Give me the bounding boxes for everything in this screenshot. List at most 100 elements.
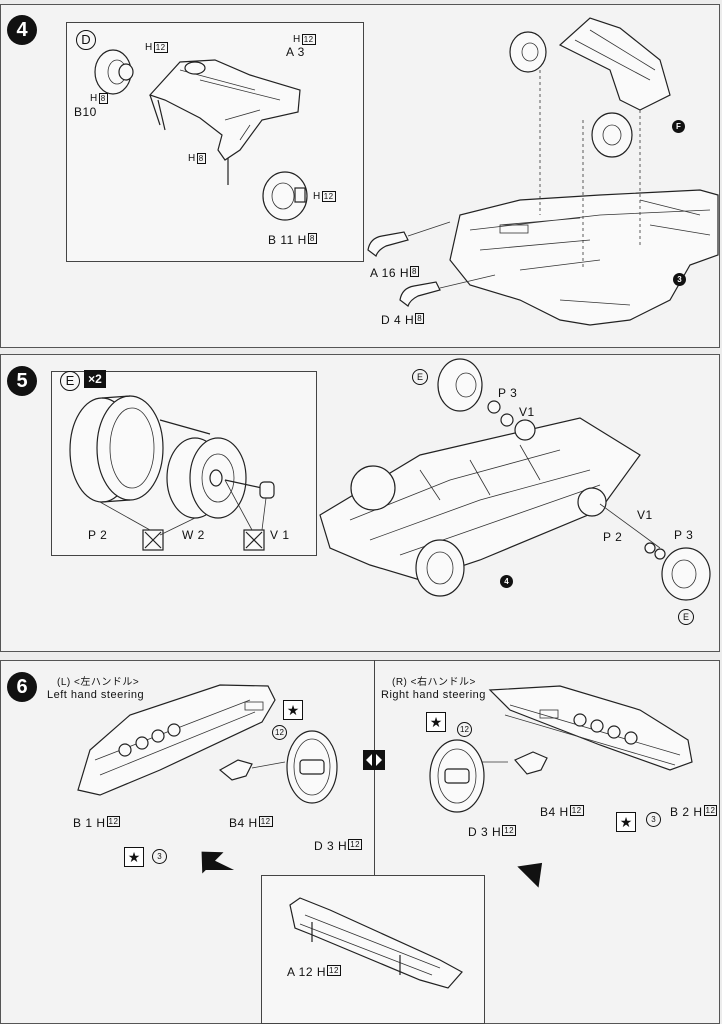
star-icon-top-right: ★ <box>426 712 446 732</box>
step-6-number: 6 <box>7 672 37 702</box>
label-d3-left-text: D 3 <box>314 839 335 853</box>
right-steering-subtitle: Right hand steering <box>381 689 486 701</box>
steering-column-b4-right <box>470 751 548 775</box>
ref-marker-4: 4 <box>500 575 513 588</box>
label-b10-text: B10 <box>74 105 97 119</box>
label-e-top: E <box>412 369 428 385</box>
chassis-rear-part <box>449 17 719 326</box>
h-tag-d3-left-num: 12 <box>348 839 363 850</box>
left-steering-subtitle: Left hand steering <box>47 689 145 701</box>
star-icon-bottom-right: ★ <box>616 812 636 832</box>
h-tag-a12-num: 12 <box>327 965 341 976</box>
ref-marker-3: 3 <box>673 273 686 286</box>
trim-a12-part <box>289 897 463 989</box>
label-a12-text: A 12 <box>287 965 314 979</box>
left-steering-title: (L) <左ハンドル> <box>57 677 140 688</box>
label-p2: P 2 <box>88 528 108 542</box>
star-icon-bottom-left: ★ <box>124 847 144 867</box>
label-v1-top: V1 <box>519 405 535 419</box>
label-b10: B10 <box>74 105 97 119</box>
label-p2-right: P 2 <box>603 530 623 544</box>
ref-12-left: 12 <box>272 725 287 740</box>
ref-3-right: 3 <box>646 812 661 827</box>
h-tag-d4-num: 8 <box>415 313 425 324</box>
label-b4-left-text: B4 <box>229 816 245 830</box>
dashboard-b1-part <box>77 684 276 796</box>
label-e-bottom: E <box>678 609 694 625</box>
label-d4-text: D 4 <box>381 313 402 327</box>
dashboard-b2-part <box>488 685 693 771</box>
hose-d4 <box>399 274 496 307</box>
h-tag-subframe-num: 8 <box>196 153 206 164</box>
h-tag-b1-num: 12 <box>106 816 121 827</box>
ref-marker-f: F <box>672 120 685 133</box>
assembly-arrow-2 <box>224 479 263 489</box>
label-b2-text: B 2 <box>670 805 690 819</box>
right-steering-title: (R) <右ハンドル> <box>392 677 476 688</box>
wheel-assembly-top <box>437 358 514 427</box>
label-w2: W 2 <box>182 528 205 542</box>
cap-v1 <box>259 481 275 499</box>
label-d3-right-text: D 3 <box>468 825 489 839</box>
label-b4-right-text: B4 <box>540 805 556 819</box>
h-tag-b2-num: 12 <box>703 805 718 816</box>
h-tag-a3-num: 12 <box>301 34 316 45</box>
steering-column-b4-left <box>218 759 286 781</box>
label-b1-text: B 1 <box>73 816 93 830</box>
wheel-assembly-bottom <box>644 542 711 601</box>
h-tag-b10-num: 8 <box>98 93 108 104</box>
no-glue-marker-2 <box>243 529 265 551</box>
down-arrow-right-icon <box>517 862 543 888</box>
down-arrow-left-icon <box>201 851 235 874</box>
h-tag-b4-right-num: 12 <box>569 805 584 816</box>
swap-icon <box>363 750 385 770</box>
h-tag-b4-left-num: 12 <box>258 816 273 827</box>
h-tag-b11-num: 8 <box>307 233 317 244</box>
subassembly-e-marker: E <box>60 371 80 391</box>
chassis-floor-part <box>319 417 661 597</box>
subassembly-d-marker: D <box>76 30 96 50</box>
h-tag-d3-right-num: 12 <box>502 825 517 836</box>
no-glue-marker-1 <box>142 529 164 551</box>
hose-a16 <box>367 221 451 257</box>
label-v1: V 1 <box>270 528 290 542</box>
brake-drum-b10 <box>94 49 134 95</box>
h-tag-b11-side-num: 12 <box>321 191 336 202</box>
label-a3-text: A 3 <box>286 45 305 59</box>
ref-12-right: 12 <box>457 722 472 737</box>
quantity-badge: ×2 <box>84 370 106 388</box>
ref-3-left: 3 <box>152 849 167 864</box>
label-b11-text: B 11 <box>268 233 294 247</box>
star-icon-top-left: ★ <box>283 700 303 720</box>
h-tag-a16-num: 8 <box>410 266 419 277</box>
label-v1-right: V1 <box>637 508 653 522</box>
tire-p2 <box>69 395 164 503</box>
label-p3-right: P 3 <box>674 528 694 542</box>
label-p3: P 3 <box>498 386 518 400</box>
steering-wheel-d3-left <box>286 730 338 804</box>
h-tag-b10-top-num: 12 <box>153 42 168 53</box>
subframe-d-part <box>148 59 301 185</box>
assembly-arrow-1 <box>159 419 211 435</box>
label-a3: A 3 <box>286 45 305 59</box>
step-5-number: 5 <box>7 366 37 396</box>
steering-wheel-d3-right <box>429 739 485 813</box>
